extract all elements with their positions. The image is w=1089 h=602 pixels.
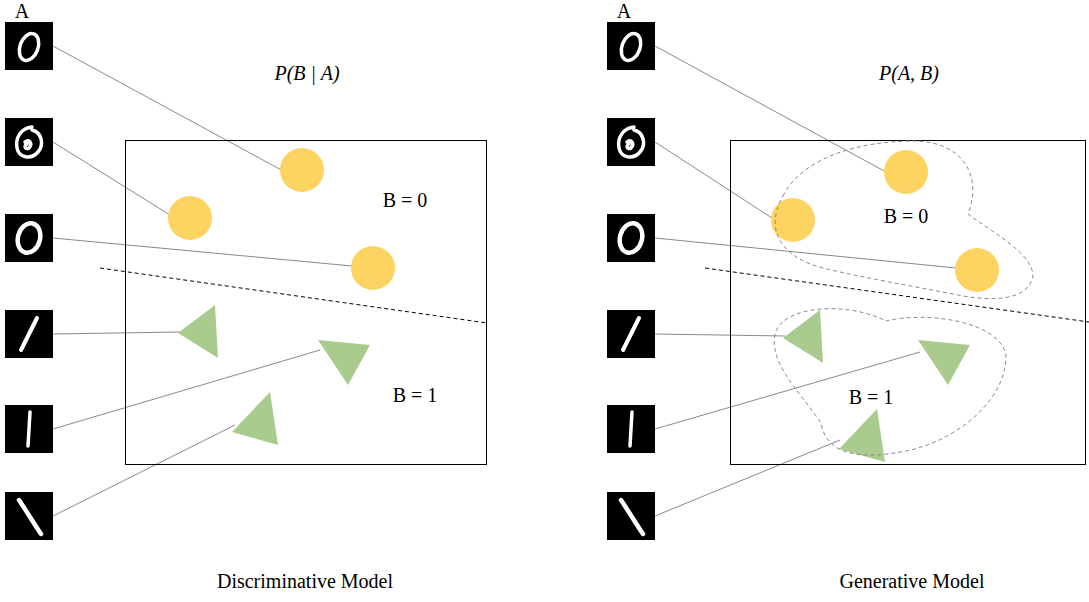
digit-image [5,492,53,540]
digit-image [607,310,655,358]
decision-boundary [100,268,487,323]
axis-letter: A [15,0,29,23]
digit-image [5,118,53,166]
digit-image [607,214,655,262]
digit-image [5,405,53,453]
class-one-points [178,305,970,462]
region-outline [766,301,1013,461]
class-label: B = 1 [393,383,438,407]
leader-lines [53,46,956,516]
digit-image [607,118,655,166]
digit-image [5,214,53,262]
region-label: B = 1 [847,385,896,409]
digit-image [5,22,53,70]
probability-heading: P(A, B) [879,61,939,85]
sample-space-box: P(B | A) [125,140,487,465]
class-region: B = 1 [766,301,1013,461]
caption-text: Discriminative Model [217,569,393,593]
digit-image [607,492,655,540]
digit-image [5,310,53,358]
class-label: B = 0 [383,188,428,212]
digit-image [607,22,655,70]
axis-letter: A [617,0,631,23]
sample-space-box: P(A, B)B = 0B = 1 [730,140,1086,465]
class-region: B = 0 [763,136,1046,306]
probability-heading: P(B | A) [274,61,339,85]
caption-text: Generative Model [840,569,985,593]
decision-boundary [705,268,1089,322]
region-label: B = 0 [882,204,931,228]
class-zero-points [168,148,999,292]
digit-image [607,405,655,453]
